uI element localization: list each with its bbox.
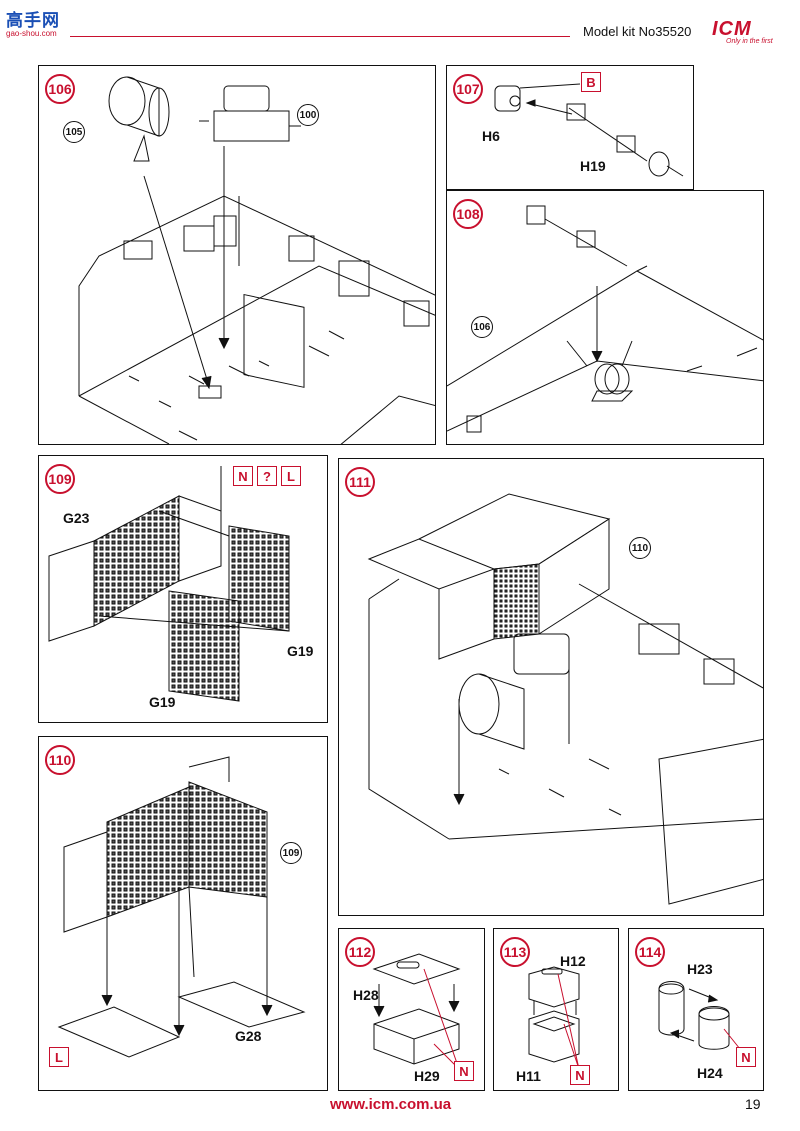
step-113-panel: 113 H12 H11 N: [493, 928, 619, 1091]
step-107-drawing: [494, 83, 684, 177]
step-106-panel: 106 105 100: [38, 65, 436, 445]
tag-l: L: [281, 466, 301, 486]
icm-logo-tagline: Only in the first: [726, 38, 773, 45]
page-number: 19: [745, 1096, 761, 1112]
model-kit-label: Model kit No35520: [583, 24, 692, 39]
step-112-badge: 112: [345, 937, 375, 967]
part-g28-label: G28: [235, 1028, 262, 1044]
icm-logo-text: ICM: [712, 18, 752, 40]
tag-n-112: N: [454, 1061, 474, 1081]
ref-109-badge: 109: [280, 842, 302, 864]
step-109-badge: 109: [45, 464, 75, 494]
ref-100-badge: 100: [297, 104, 319, 126]
step-109-panel: 109 N ? L G23 G19 G19: [38, 455, 328, 723]
step-110-badge: 110: [45, 745, 75, 775]
step-108-badge: 108: [453, 199, 483, 229]
step-108-drawing: [447, 205, 763, 433]
step-109-drawing: [48, 466, 290, 702]
icm-logo: ICM Only in the first: [712, 18, 782, 48]
step-111-badge: 111: [345, 467, 375, 497]
step-114-badge: 114: [635, 937, 665, 967]
step-107-badge: 107: [453, 74, 483, 104]
step-106-badge: 106: [45, 74, 75, 104]
step-112-drawing: [372, 953, 461, 1070]
step-113-drawing: [528, 966, 580, 1070]
site-logo-sub: gao-shou.com: [6, 29, 57, 38]
tag-b: B: [581, 72, 601, 92]
tag-n-113: N: [570, 1065, 590, 1085]
tag-n-114: N: [736, 1047, 756, 1067]
step-113-badge: 113: [500, 937, 530, 967]
step-112-panel: 112 H28 H29 N: [338, 928, 485, 1091]
step-114-panel: 114 H23 H24 N: [628, 928, 764, 1091]
part-g23-label: G23: [63, 510, 90, 526]
step-106-drawing: [78, 76, 435, 444]
step-110-panel: 110 109 L G28: [38, 736, 328, 1091]
site-logo-text: 高手网: [6, 11, 60, 30]
site-logo: 高手网 gao-shou.com: [6, 6, 70, 38]
part-h23-label: H23: [687, 961, 713, 977]
footer-url[interactable]: www.icm.com.ua: [330, 1096, 452, 1113]
part-h24-label: H24: [697, 1065, 723, 1081]
step-107-panel: 107 B H6 H19: [446, 65, 694, 190]
tag-l-110: L: [49, 1047, 69, 1067]
part-g19-bottom-label: G19: [149, 694, 176, 710]
part-h6-label: H6: [482, 128, 500, 144]
part-h11-label: H11: [516, 1068, 541, 1084]
part-h29-label: H29: [414, 1068, 440, 1084]
step-111-drawing: [367, 493, 763, 905]
step-110-drawing: [57, 756, 306, 1058]
step-114-drawing: [658, 981, 745, 1055]
ref-106-badge: 106: [471, 316, 493, 338]
step-111-panel: 111 110: [338, 458, 764, 916]
step-108-panel: 108 106: [446, 190, 764, 445]
tag-question: ?: [257, 466, 277, 486]
part-h28-label: H28: [353, 987, 379, 1003]
tag-n: N: [233, 466, 253, 486]
header-rule: [70, 36, 570, 37]
part-h12-label: H12: [560, 953, 586, 969]
part-h19-label: H19: [580, 158, 606, 174]
ref-105-badge: 105: [63, 121, 85, 143]
part-g19-right-label: G19: [287, 643, 314, 659]
ref-110-badge: 110: [629, 537, 651, 559]
